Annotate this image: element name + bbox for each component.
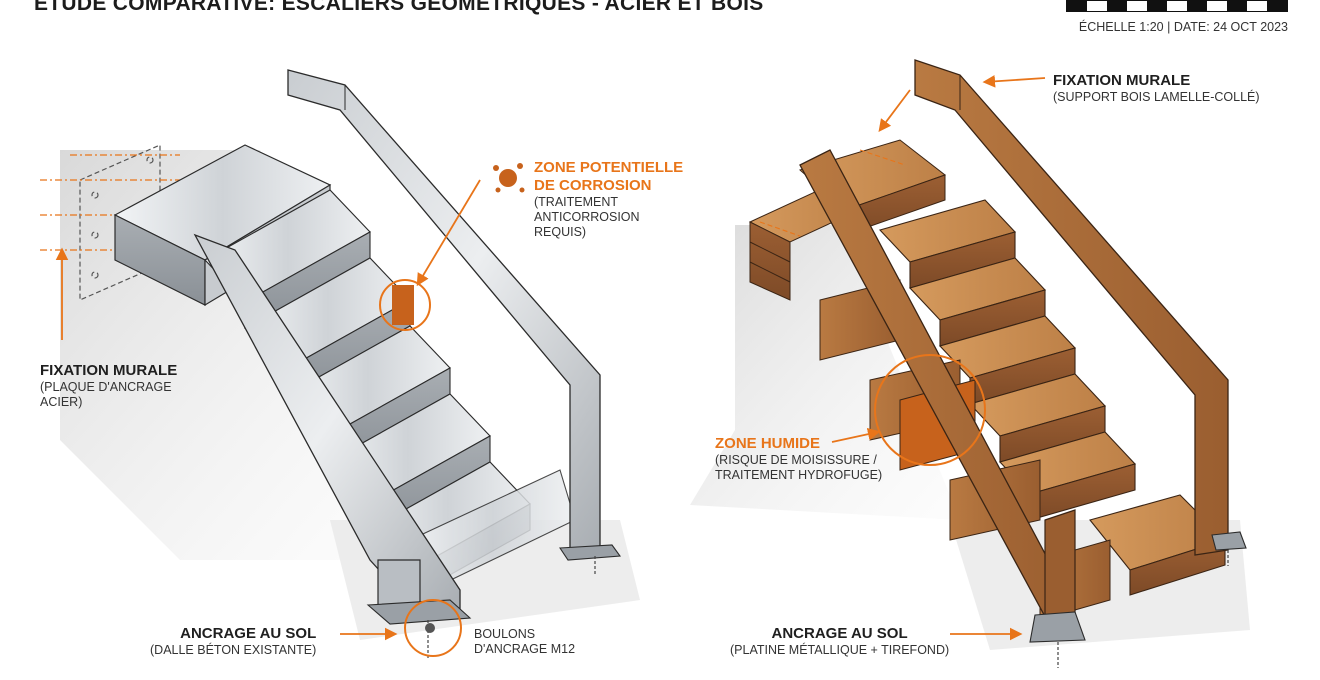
bolts-line1: BOULONS [474, 627, 536, 641]
steel-wall-fixing-title: FIXATION MURALE [40, 362, 178, 379]
wood-staircase [690, 59, 1250, 668]
wood-fixing-dashes [759, 149, 906, 237]
steel-wall-plate [79, 144, 161, 301]
wood-floor-anchor-label: ANCRAGE AU SOL (PLATINE MÉTALLIQUE + TIR… [730, 625, 949, 658]
humid-zone-sub2: TRAITEMENT HYDROFUGE) [715, 468, 883, 482]
steel-staircase [40, 69, 640, 660]
wood-metal-plate-rear [1211, 531, 1247, 551]
corrosion-highlight-circle [379, 279, 431, 331]
wood-wall-fixing-sub: (SUPPORT BOIS LAMELLE-COLLÉ) [1053, 90, 1260, 104]
humid-leader [831, 427, 881, 443]
humid-zone-label: ZONE HUMIDE (RISQUE DE MOISISSURE / TRAI… [715, 435, 882, 483]
bolts-line2: D'ANCRAGE M12 [474, 642, 576, 656]
humid-highlight-circle [874, 354, 986, 466]
corrosion-zone-sub1: (TRAITEMENT [534, 195, 619, 209]
wood-wall-fixing-arrow-right [982, 75, 1046, 88]
wood-floor-anchor-sub: (PLATINE MÉTALLIQUE + TIREFOND) [730, 643, 950, 657]
wood-metal-plate-front [1029, 611, 1086, 643]
humid-zone-title: ZONE HUMIDE [715, 435, 820, 452]
steel-floor-anchor-title: ANCRAGE AU SOL [180, 625, 317, 642]
steel-floor-anchor-sub: (DALLE BÉTON EXISTANTE) [150, 643, 317, 657]
scale-bar [1066, 0, 1288, 12]
corrosion-zone-sub3: REQUIS) [534, 225, 587, 239]
steel-base-plate-rear [559, 544, 622, 561]
wood-wall-fixing-label: FIXATION MURALE (SUPPORT BOIS LAMELLE-CO… [1053, 72, 1260, 105]
wood-wall-shadow [690, 225, 960, 520]
corrosion-splash-icon [493, 163, 525, 193]
corrosion-zone-title2: DE CORROSION [534, 177, 652, 194]
wood-steps [878, 199, 1227, 596]
bolts-label: BOULONS D'ANCRAGE M12 [474, 627, 575, 657]
steel-corrosion-block [392, 285, 414, 325]
corrosion-zone-label: ZONE POTENTIELLE DE CORROSION (TRAITEMEN… [534, 159, 683, 240]
bolt-highlight-circle [404, 599, 462, 657]
steel-wall-fixing-sub2: ACIER) [40, 395, 83, 409]
corrosion-zone-title1: ZONE POTENTIELLE [534, 159, 684, 176]
wood-wall-fixing-title: FIXATION MURALE [1053, 72, 1191, 89]
steel-bolt-icon [425, 623, 435, 633]
wood-floor-anchor-title: ANCRAGE AU SOL [771, 625, 908, 642]
steel-wall-fixing-sub1: (PLAQUE D'ANCRAGE [40, 380, 172, 394]
steel-floor-anchor-label: ANCRAGE AU SOL (DALLE BÉTON EXISTANTE) [150, 625, 316, 658]
wood-wall-fixing-arrow-left [878, 89, 911, 133]
page-title: ÉTUDE COMPARATIVE: ESCALIERS GÉOMÉTRIQUE… [34, 0, 764, 15]
wood-handrail [914, 59, 1229, 556]
corrosion-zone-sub2: ANTICORROSION [534, 210, 640, 224]
scale-date-info: ÉCHELLE 1:20 | DATE: 24 OCT 2023 [1078, 20, 1288, 34]
corrosion-leader [416, 179, 481, 287]
humid-zone-sub1: (RISQUE DE MOISISSURE / [715, 453, 877, 467]
wood-lag-screws [1057, 550, 1229, 668]
steel-wall-fixing-label: FIXATION MURALE (PLAQUE D'ANCRAGE ACIER) [40, 362, 177, 410]
